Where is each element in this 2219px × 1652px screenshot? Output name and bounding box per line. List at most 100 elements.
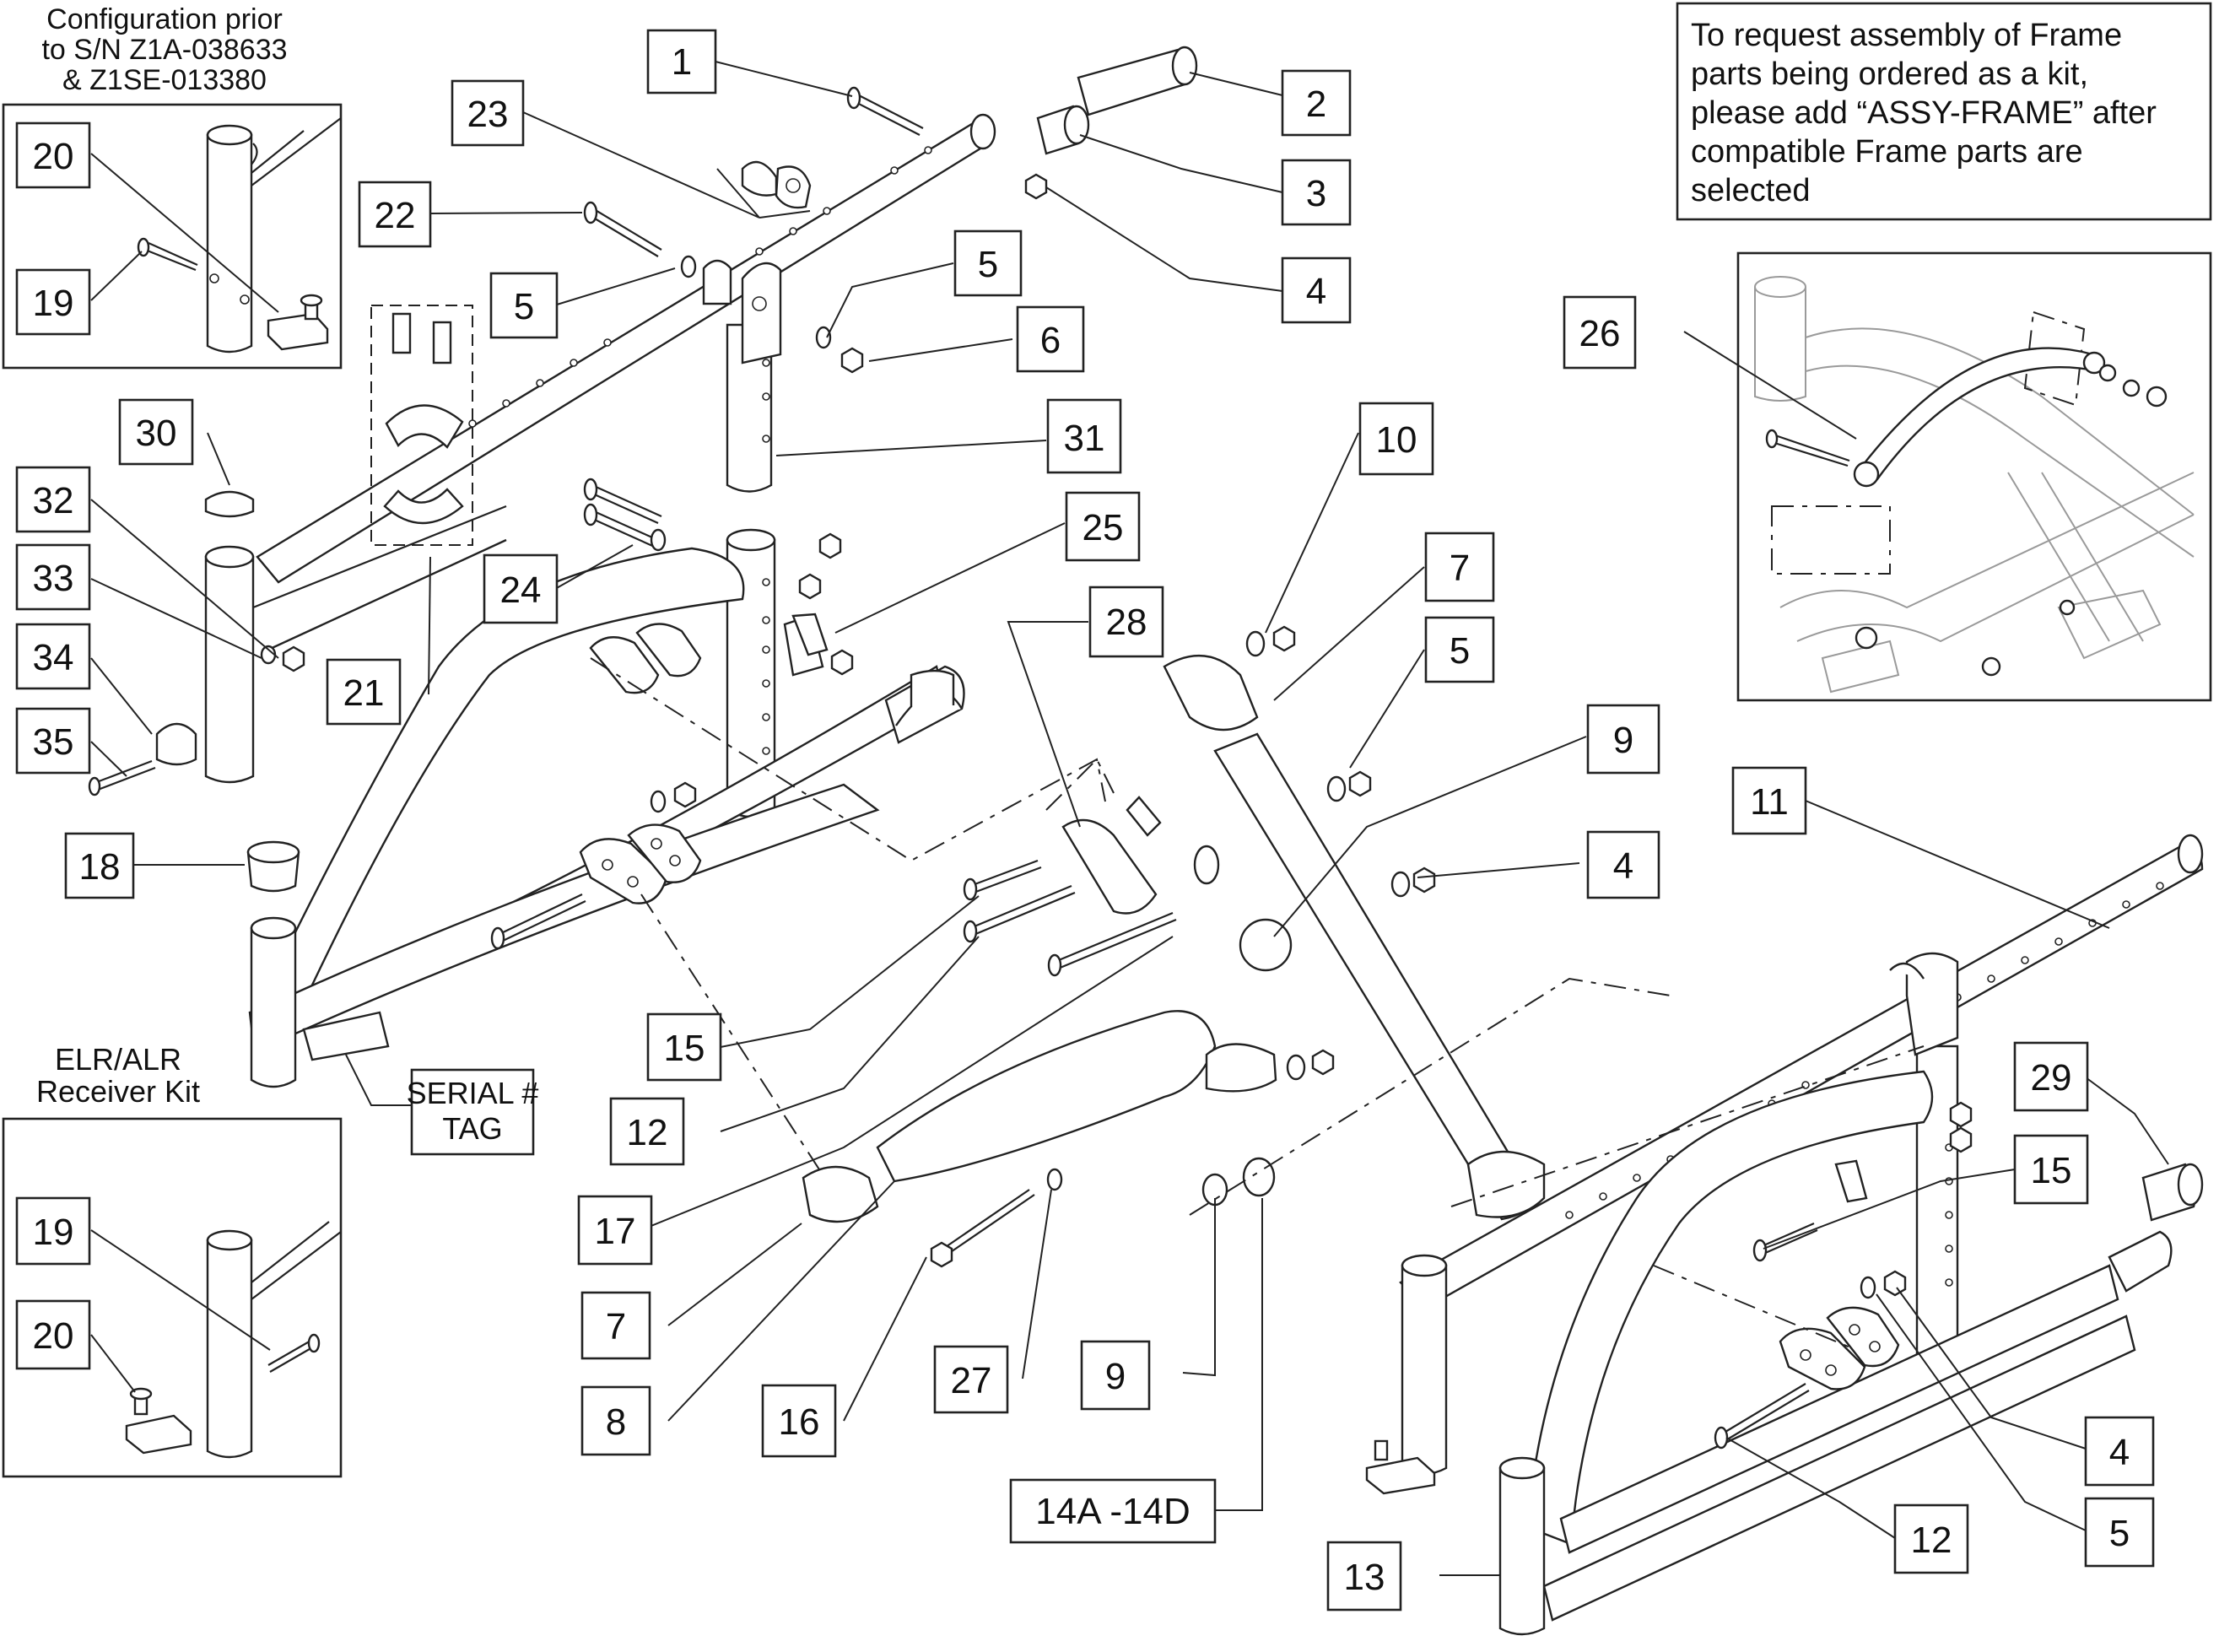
callout-23: 23 [451,79,525,147]
elr-alr-line-1: ELR/ALR [55,1042,181,1077]
callout-16: 16 [761,1384,837,1458]
config-note-line-3: & Z1SE-013380 [62,64,267,96]
callout-8: 8 [580,1385,651,1456]
svg-text:9: 9 [1105,1356,1126,1397]
callout-32: 32 [15,466,91,533]
inset-configuration-prior: Configuration prior to S/N Z1A-038633 & … [2,3,343,370]
assembly-note-line-1: To request assembly of Frame [1691,18,2122,53]
serial-tag-label: SERIAL # TAG [345,1054,539,1156]
callout-26: 26 [1563,295,1637,370]
callout-3: 3 [1281,159,1352,226]
assembly-note: To request assembly of Frame parts being… [1676,2,2212,221]
svg-text:5: 5 [1450,630,1470,672]
elr-alr-inset-tube [206,1221,342,1459]
svg-text:23: 23 [467,94,509,135]
svg-text:10: 10 [1376,419,1417,461]
callout-28: 28 [1088,586,1164,658]
callout-9-bottom: 9 [1080,1340,1151,1411]
svg-text:19: 19 [33,283,74,324]
assembly-note-line-2: parts being ordered as a kit, [1691,57,2088,92]
callout-19-top: 19 [15,268,91,336]
svg-text:21: 21 [343,672,385,714]
config-note-line-2: to S/N Z1A-038633 [41,34,287,66]
svg-text:34: 34 [33,637,74,678]
callout-19-bottom: 19 [15,1196,91,1266]
elr-alr-inset-frame [2,1117,343,1478]
callout-20-bottom: 20 [15,1299,91,1370]
inset-frame-strap [1736,251,2212,702]
callout-12-left: 12 [609,1097,685,1166]
svg-text:19: 19 [33,1212,74,1253]
svg-text:4: 4 [1613,845,1633,887]
svg-text:25: 25 [1083,507,1124,548]
svg-text:3: 3 [1306,173,1326,214]
svg-text:12: 12 [1911,1520,1952,1561]
svg-text:15: 15 [664,1028,705,1069]
callout-5-right: 5 [2084,1497,2155,1568]
elr-alr-inset-clamp [125,1387,192,1455]
svg-text:35: 35 [33,721,74,763]
config-inset-clamp [267,294,329,351]
callout-5-b: 5 [953,229,1023,297]
callout-7-bottom: 7 [580,1291,651,1360]
svg-text:28: 28 [1106,602,1147,643]
svg-text:TAG: TAG [442,1111,502,1146]
callout-20-top: 20 [15,121,91,189]
callout-13: 13 [1326,1541,1402,1612]
callout-30: 30 [118,398,194,466]
svg-text:15: 15 [2031,1150,2072,1191]
inset-elr-alr-receiver-kit: ELR/ALR Receiver Kit [2,1042,343,1478]
left-hardware [88,46,1198,1182]
svg-text:22: 22 [375,195,416,236]
svg-text:1: 1 [672,41,692,83]
svg-text:16: 16 [779,1401,820,1443]
svg-text:5: 5 [514,286,534,327]
callout-4: 4 [1281,256,1352,324]
svg-text:5: 5 [978,244,998,285]
front-rigging-assembly [802,625,1671,1268]
callout-5-c: 5 [1424,616,1495,683]
svg-text:18: 18 [79,846,121,888]
callout-1: 1 [646,29,717,94]
callout-10: 10 [1358,402,1434,476]
svg-text:33: 33 [33,558,74,599]
svg-text:32: 32 [33,480,74,521]
svg-text:13: 13 [1344,1557,1385,1598]
callout-34: 34 [15,623,91,690]
svg-text:20: 20 [33,1315,74,1357]
callout-14a-14d: 14A -14D [1009,1478,1217,1544]
svg-text:7: 7 [1450,548,1470,589]
elr-alr-inset-screw [267,1333,321,1373]
callout-9-top: 9 [1586,704,1660,775]
assembly-note-line-5: selected [1691,173,1811,208]
callout-35: 35 [15,707,91,775]
leader-lines [90,61,2169,1576]
callout-15-left: 15 [646,1012,722,1082]
assembly-note-line-3: please add “ASSY-FRAME” after [1691,95,2157,131]
svg-text:5: 5 [2109,1513,2130,1554]
config-inset-frame [2,103,343,370]
right-side-frame [1365,834,2204,1636]
svg-text:26: 26 [1579,313,1621,354]
svg-text:2: 2 [1306,84,1326,125]
callout-5-a: 5 [489,272,559,339]
svg-text:12: 12 [627,1112,668,1153]
svg-text:8: 8 [606,1401,626,1443]
callout-11: 11 [1731,766,1807,835]
assembly-note-line-4: compatible Frame parts are [1691,134,2083,170]
svg-text:9: 9 [1613,720,1633,761]
svg-text:20: 20 [33,136,74,177]
svg-text:14A -14D: 14A -14D [1035,1491,1190,1532]
svg-text:27: 27 [951,1360,992,1401]
svg-text:24: 24 [500,570,542,611]
callout-24: 24 [483,553,559,624]
callout-4-mid: 4 [1586,830,1660,899]
callout-21: 21 [326,658,402,726]
callout-12-right: 12 [1893,1504,1969,1574]
svg-text:SERIAL #: SERIAL # [407,1076,539,1110]
svg-text:4: 4 [2109,1432,2130,1473]
svg-text:4: 4 [1306,271,1326,312]
callout-25: 25 [1065,491,1141,562]
callout-22: 22 [358,181,432,248]
